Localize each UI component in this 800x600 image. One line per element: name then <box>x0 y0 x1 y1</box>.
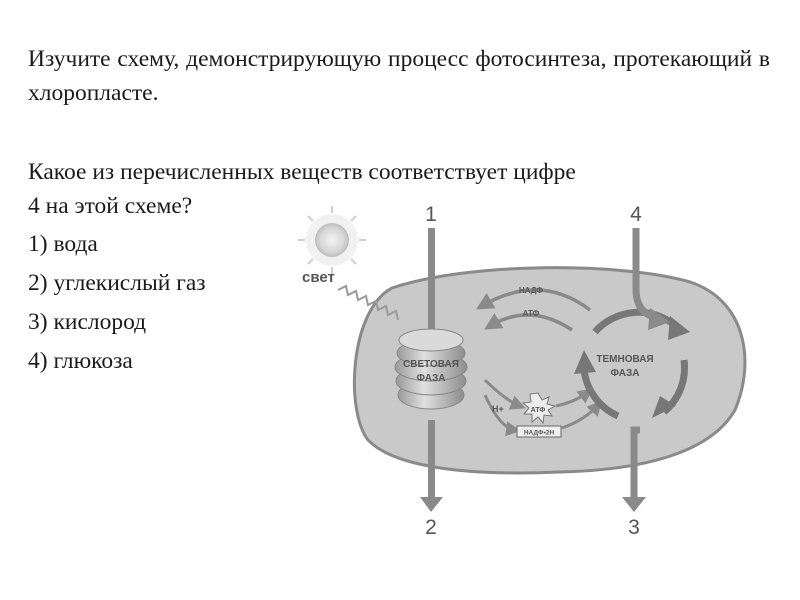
option-3[interactable]: 3) кислород <box>28 309 147 335</box>
arrow-3-head <box>622 497 646 512</box>
light-ray <box>337 284 399 321</box>
light-phase-label-2: ФАЗА <box>417 373 446 384</box>
label-2: 2 <box>425 516 437 539</box>
arc-atp-arrow <box>483 313 573 332</box>
lower-arrow-1 <box>483 378 526 410</box>
arrow-4-head <box>648 308 670 330</box>
label-3: 3 <box>628 516 640 539</box>
lower-arrow-2 <box>555 388 593 408</box>
arrow-1-shaft <box>428 228 435 334</box>
option-2[interactable]: 2) углекислый газ <box>28 270 206 296</box>
dark-phase-label-2: ФАЗА <box>611 368 640 379</box>
nadph-box <box>516 425 562 438</box>
dark-phase-label-1: ТЕМНОВАЯ <box>596 354 653 365</box>
question-line-1: Какое из перечисленных веществ соответст… <box>28 159 576 185</box>
atp-burst-icon <box>521 392 557 425</box>
question-line-2: 4 на этой схеме? <box>28 193 193 219</box>
chloroplast <box>352 266 747 475</box>
arrow-2-shaft <box>428 420 435 500</box>
calvin-cycle <box>574 308 690 420</box>
light-phase-label-1: СВЕТОВАЯ <box>403 359 459 370</box>
sun-icon <box>298 206 366 274</box>
nadp-label: НАДФ <box>519 286 543 295</box>
option-4[interactable]: 4) глюкоза <box>28 348 133 374</box>
arrow-3 <box>630 426 640 500</box>
nadph-label: НАДФ•2Н <box>524 430 555 437</box>
task-intro: Изучите схему, демонстрирующую процесс ф… <box>28 46 770 106</box>
atp-burst-label: АТФ <box>531 407 546 414</box>
lower-arrow-3 <box>483 394 521 437</box>
label-4: 4 <box>630 203 642 226</box>
arrow-2-head <box>420 497 443 512</box>
h-plus-label: H+ <box>492 404 504 414</box>
label-1: 1 <box>425 203 437 226</box>
grana-stack <box>394 328 468 410</box>
arc-nadp-arrow <box>475 288 592 312</box>
lower-arrow-4 <box>561 400 602 430</box>
light-label: свет <box>302 269 335 286</box>
answer-options: 1) вода 2) углекислый газ 3) кислород 4)… <box>28 225 206 381</box>
option-1[interactable]: 1) вода <box>28 231 98 257</box>
atp-top-label: АТФ <box>523 309 540 318</box>
question: Какое из перечисленных веществ соответст… <box>28 155 770 223</box>
